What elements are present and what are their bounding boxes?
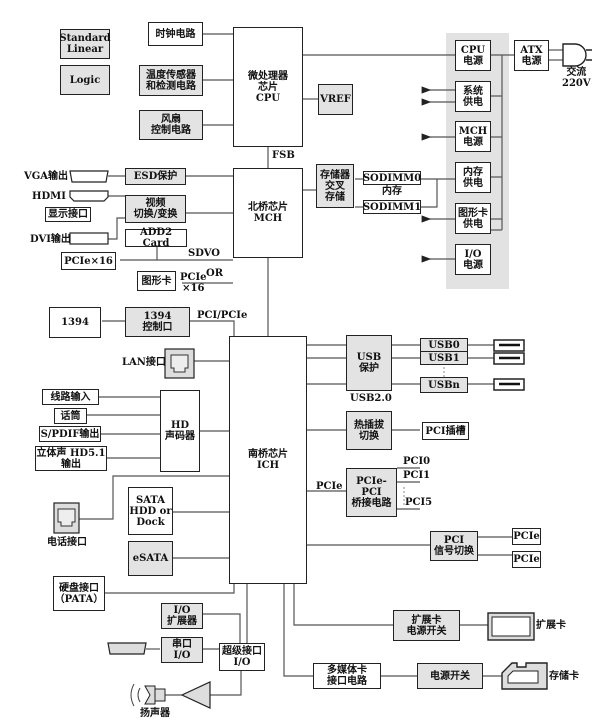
storage-card-label: 存储卡 [549,671,579,682]
esd-protection-block: ESD保护 [125,168,186,185]
line-in-block: 线路输入 [42,389,99,405]
ieee1394-controller-block: 1394 控制口 [125,307,190,337]
usb-port-icons [493,339,525,391]
pcie-x16-label: PCIe ×16 [180,272,207,294]
dvi-output-label: DVI输出 [30,234,71,245]
mch-power-block: MCH 电源 [455,121,491,152]
graphics-power-block: 图形卡 供电 [455,203,491,234]
hdmi-connector-icon [69,190,109,202]
cpu-power-block: CPU 电源 [455,40,491,71]
stereo-hd51-output-block: 立体声 HD5.1 输出 [35,446,107,471]
pci-signal-switch-block: PCI 信号切换 [430,531,478,561]
atx-power-block: ATX 电源 [514,40,549,71]
usb1-block: USB1 [420,351,468,365]
fan-control-block: 风扇 控制电路 [139,110,203,140]
speaker-label: 扬声器 [140,708,170,719]
pci-slot-block: PCI插槽 [422,422,469,440]
speaker-icon [144,685,156,705]
io-power-block: I/O 电源 [455,244,491,275]
sdvo-label: SDVO [188,248,221,259]
legend-standard-linear: Standard Linear [59,29,111,59]
multimedia-card-interface-block: 多媒体卡 接口电路 [313,663,381,689]
io-expander-block: I/O 扩展器 [161,603,203,629]
microphone-block: 话筒 [54,408,87,424]
pci-pcie-label: PCI/PCIe [197,310,248,321]
super-io-block: 超级接口 I/O [219,643,265,671]
or-label: OR [206,268,224,279]
serial-connector-icon [107,642,147,655]
esata-block: eSATA [128,541,173,576]
hdmi-label: HDMI [32,191,66,202]
expansion-card-power-switch-block: 扩展卡 电源开关 [393,610,460,641]
spdif-output-block: S/PDIF输出 [39,426,101,442]
pci1-label: PCI1 [403,470,431,481]
pata-port-block: 硬盘接口 （PATA） [53,576,105,611]
sodimm1-block: SODIMM1 [362,200,422,214]
north-bridge-mch-block: 北桥芯片 MCH [233,168,303,258]
ac-plug-icon [562,43,587,67]
serial-io-block: 串口 I/O [161,637,203,663]
usb0-block: USB0 [420,338,468,352]
south-bridge-ich-block: 南桥芯片 ICH [229,336,307,584]
vref-block: VREF [318,84,353,115]
expansion-card-label: 扩展卡 [536,620,566,631]
hd-audio-codec-block: HD 声码器 [160,390,200,472]
system-power-block: 系统 供电 [455,81,491,112]
vga-output-label: VGA输出 [24,171,69,182]
pci5-label: PCI5 [405,497,433,508]
pcie-slot-a-block: PCIe [512,528,541,545]
clock-circuit-block: 时钟电路 [148,22,203,46]
pcie-pci-bridge-block: PCIe-PCI 桥接电路 [346,468,397,517]
amplifier-icon [180,681,211,709]
hotplug-switch-block: 热插拔 切换 [346,411,392,450]
ac-220v-label: 交流 220V [562,67,591,89]
memory-interleave-block: 存储器 交叉 存储 [316,164,354,208]
memory-label: 内存 [382,186,402,197]
temp-sensor-block: 温度传感器 和检测电路 [139,65,203,96]
add2-card-block: ADD2 Card [125,227,187,249]
memory-power-block: 内存 供电 [455,162,491,193]
cpu-block: 微处理器 芯片 CPU [233,27,303,147]
graphics-card-block: 图形卡 [137,271,176,291]
pci0-label: PCI0 [403,456,431,467]
legend-logic: Logic [60,65,110,95]
dvi-connector-icon [69,232,109,245]
usb20-label: USB2.0 [350,393,392,404]
pcie-slot-b-block: PCIe [512,551,541,568]
video-switch-block: 视频 切换/变换 [125,195,186,223]
sata-hdd-block: SATA HDD or Dock [128,487,173,535]
sodimm0-block: SODIMM0 [362,171,422,185]
pcie-bus-label: PCIe [316,481,343,492]
vga-connector-icon [69,170,109,183]
fsb-label: FSB [272,150,295,161]
phone-port-label: 电话接口 [47,537,87,548]
usbn-block: USBn [420,377,468,393]
usb-protection-block: USB 保护 [346,335,392,391]
ieee1394-port-block: 1394 [49,307,101,338]
power-switch-block: 电源开关 [417,663,483,689]
pcie-x16-slot-block: PCIe×16 [61,252,116,270]
display-port-block: 显示接口 [45,207,91,222]
lan-port-label: LAN接口 [122,357,166,368]
